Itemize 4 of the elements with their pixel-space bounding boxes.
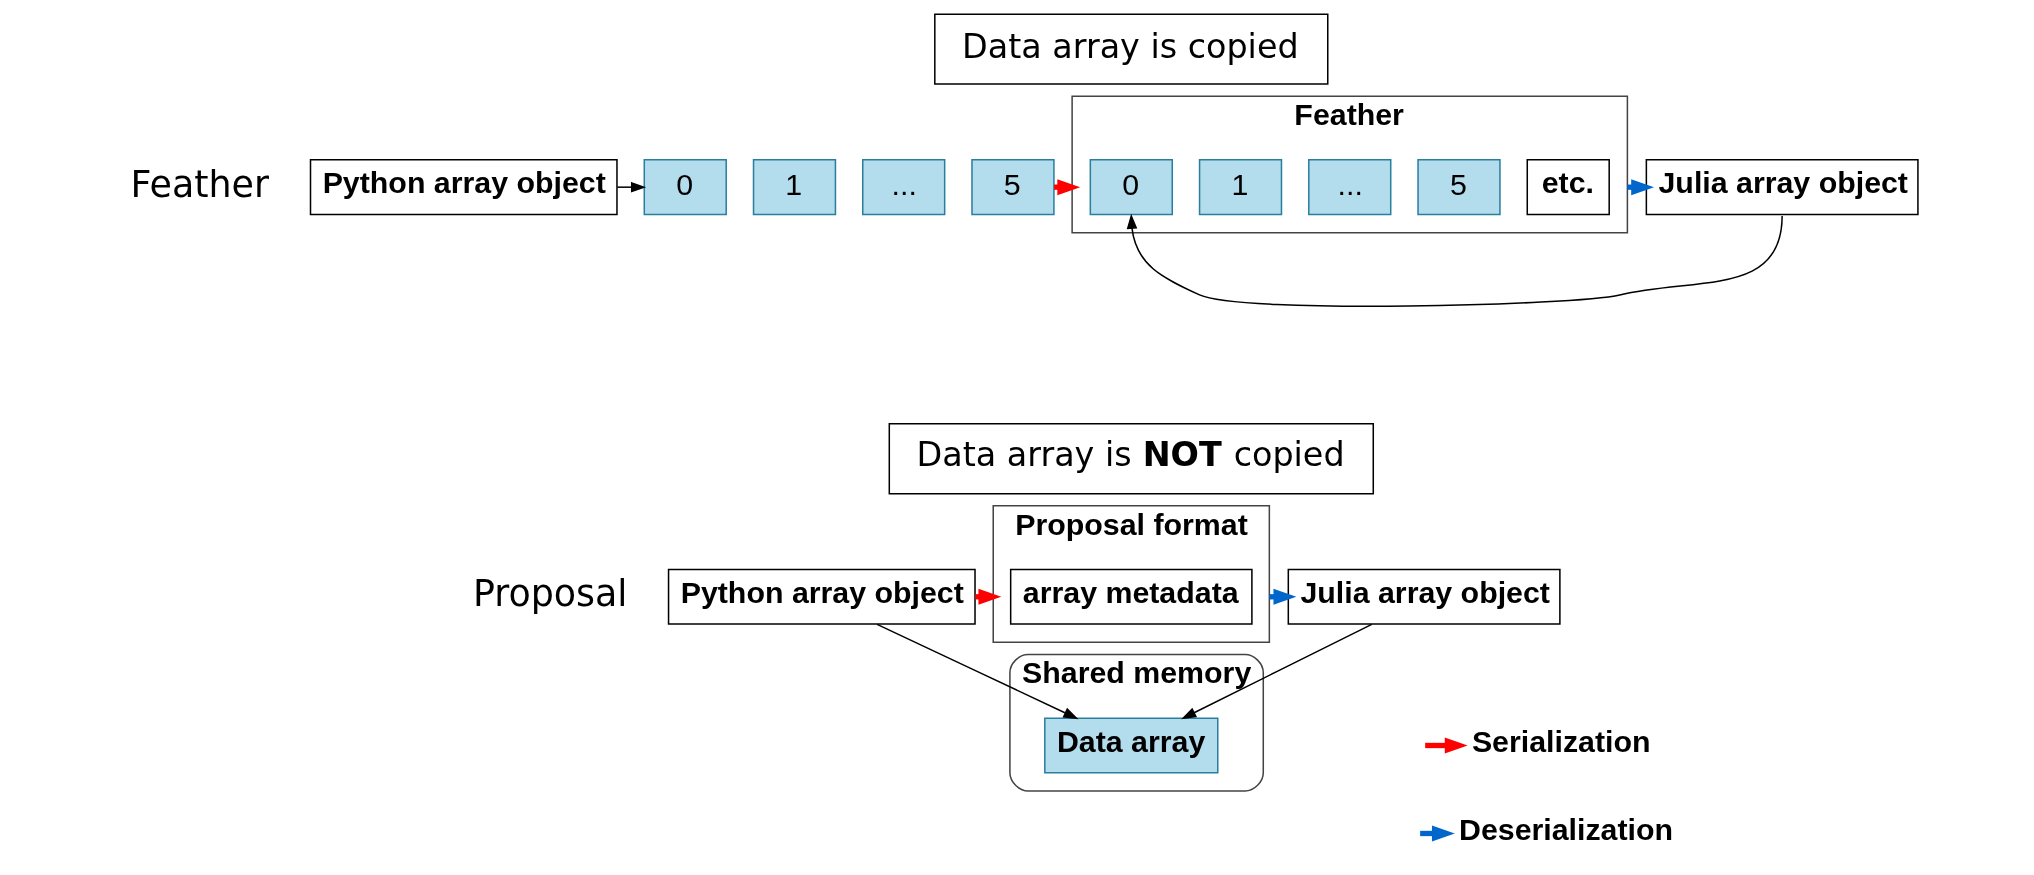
legend-label: Deserialization	[1458, 812, 1673, 846]
legend-label: Serialization	[1471, 724, 1651, 758]
label: Feather	[130, 162, 269, 206]
label: Proposal	[472, 572, 627, 616]
